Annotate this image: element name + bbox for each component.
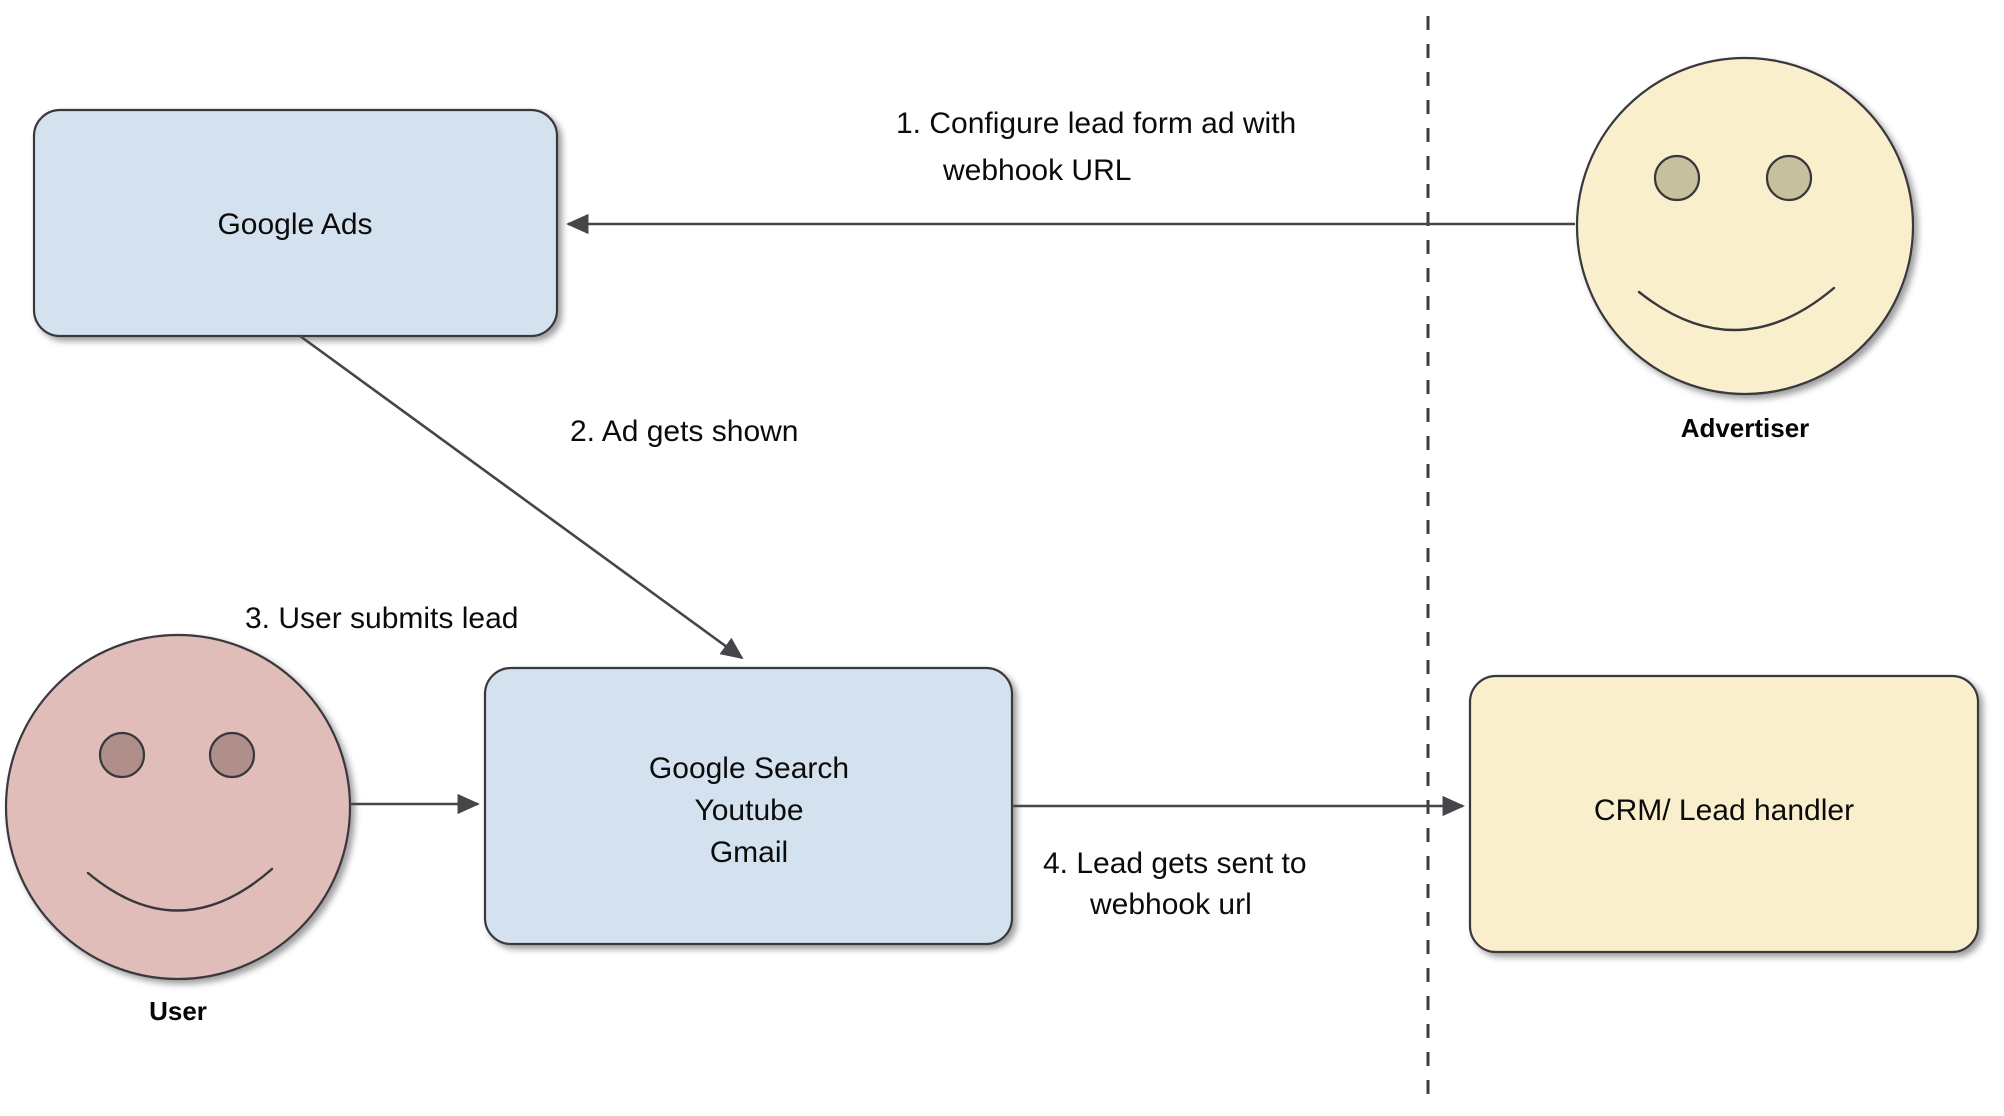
user-left-eye-icon xyxy=(98,731,146,779)
node-crm[interactable]: CRM/ Lead handler xyxy=(1468,674,1980,954)
actor-user[interactable]: User xyxy=(4,633,352,1026)
crm-box[interactable] xyxy=(1468,674,1980,954)
edge-step-1-label-line-1: 1. Configure lead form ad with xyxy=(896,107,1296,140)
user-face-icon[interactable] xyxy=(4,633,352,981)
edge-step-4-label-line-1: 4. Lead gets sent to xyxy=(1043,847,1307,880)
user-smile-icon xyxy=(86,867,274,912)
advertiser-face-icon[interactable] xyxy=(1575,56,1915,396)
crm-label: CRM/ Lead handler xyxy=(1594,794,1854,827)
edge-step-1-label-line-2: webhook URL xyxy=(942,154,1131,187)
advertiser-right-eye-icon xyxy=(1765,154,1813,202)
google-ads-label: Google Ads xyxy=(217,208,372,241)
advertiser-label: Advertiser xyxy=(1681,413,1810,443)
edge-step-3: 3. User submits lead xyxy=(245,602,518,815)
user-label: User xyxy=(149,996,207,1026)
edge-step-4: 4. Lead gets sent to webhook url xyxy=(1012,795,1465,921)
node-google-surfaces[interactable]: Google Search Youtube Gmail xyxy=(483,666,1014,946)
google-surfaces-line-3: Gmail xyxy=(710,836,788,869)
actor-advertiser[interactable]: Advertiser xyxy=(1575,56,1915,443)
user-right-eye-icon xyxy=(208,731,256,779)
edge-step-2-label-line-1: 2. Ad gets shown xyxy=(570,415,799,448)
advertiser-left-eye-icon xyxy=(1653,154,1701,202)
advertiser-smile-icon xyxy=(1637,286,1836,332)
node-google-ads[interactable]: Google Ads xyxy=(32,108,559,338)
google-surfaces-line-2: Youtube xyxy=(694,794,803,827)
edge-step-2: 2. Ad gets shown xyxy=(299,334,799,660)
google-ads-box[interactable] xyxy=(32,108,559,338)
edge-step-4-label-line-2: webhook url xyxy=(1089,888,1252,921)
edge-step-1: 1. Configure lead form ad with webhook U… xyxy=(566,107,1575,235)
edge-step-2-arrow xyxy=(299,334,744,660)
google-surfaces-line-1: Google Search xyxy=(649,752,849,785)
edge-step-3-label-line-1: 3. User submits lead xyxy=(245,602,518,635)
